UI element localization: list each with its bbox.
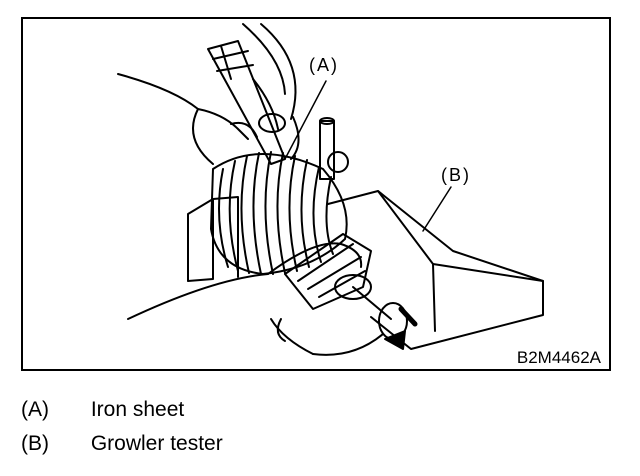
legend-row-b: (B) Growler tester [21,432,223,456]
legend-label-b: Growler tester [90,432,223,455]
support-post [319,117,349,180]
growler-tester [187,190,544,350]
armature-illustration: (A) (B) B2M4462A [117,23,602,367]
callout-a: (A) [309,55,339,75]
legend-key-a: (A) [21,398,49,421]
armature-core [210,151,348,275]
callout-b: (B) [441,165,471,185]
leader-line-b [422,186,452,232]
legend-key-b: (B) [21,432,49,455]
commutator [284,233,408,340]
rotation-arrow [384,306,418,350]
figure-frame: (A) (B) B2M4462A [21,17,611,371]
leader-line-a [284,80,327,160]
figure-code: B2M4462A [517,348,602,367]
lower-hand [127,242,384,356]
legend-label-a: Iron sheet [90,398,185,421]
upper-hand [117,23,300,165]
legend-row-a: (A) Iron sheet [21,398,184,422]
